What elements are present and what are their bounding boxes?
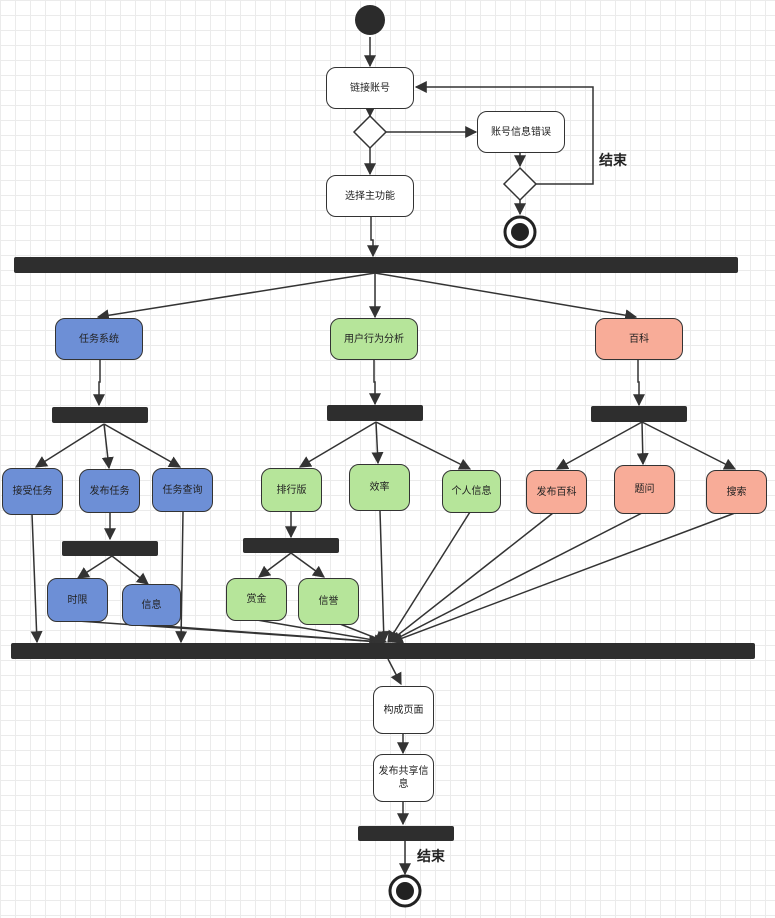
fork-bar-task — [52, 407, 148, 423]
node-task-system: 任务系统 — [55, 318, 143, 360]
node-efficiency: 效率 — [349, 464, 410, 511]
node-leaderboard: 排行版 — [261, 468, 322, 512]
node-personal-info: 个人信息 — [442, 470, 501, 513]
start-node — [355, 5, 385, 35]
node-accept-task: 接受任务 — [2, 468, 63, 515]
node-publish-share: 发布共享信息 — [373, 754, 434, 802]
node-build-page: 构成页面 — [373, 686, 434, 734]
node-question: 题问 — [614, 465, 675, 514]
node-publish-wiki: 发布百科 — [526, 470, 587, 514]
end-node-top — [503, 215, 537, 249]
node-bounty: 赏金 — [226, 578, 287, 621]
fork-bar-user — [327, 405, 423, 421]
node-encyclopedia: 百科 — [595, 318, 683, 360]
decision-diamond-error — [502, 166, 538, 202]
node-publish-task: 发布任务 — [79, 469, 140, 513]
node-account-error: 账号信息错误 — [477, 111, 565, 153]
end-label-top: 结束 — [599, 153, 627, 169]
fork-bar-main — [14, 257, 738, 273]
node-user-behavior: 用户行为分析 — [330, 318, 418, 360]
fork-bar-publish — [62, 541, 158, 556]
end-node-bottom — [388, 874, 422, 908]
node-search: 搜索 — [706, 470, 767, 514]
end-label-bottom: 结束 — [417, 849, 445, 865]
node-query-task: 任务查询 — [152, 468, 213, 512]
decision-diamond-login — [352, 114, 388, 150]
node-reputation: 信誉 — [298, 578, 359, 625]
connector-arrows — [30, 37, 737, 876]
join-bar-main — [11, 643, 755, 659]
join-bar-bottom — [358, 826, 454, 841]
node-select-main: 选择主功能 — [326, 175, 414, 217]
node-link-account: 链接账号 — [326, 67, 414, 109]
fork-bar-wiki — [591, 406, 687, 422]
node-info: 信息 — [122, 584, 181, 626]
node-time-limit: 时限 — [47, 578, 108, 622]
fork-bar-leaderboard — [243, 538, 339, 553]
